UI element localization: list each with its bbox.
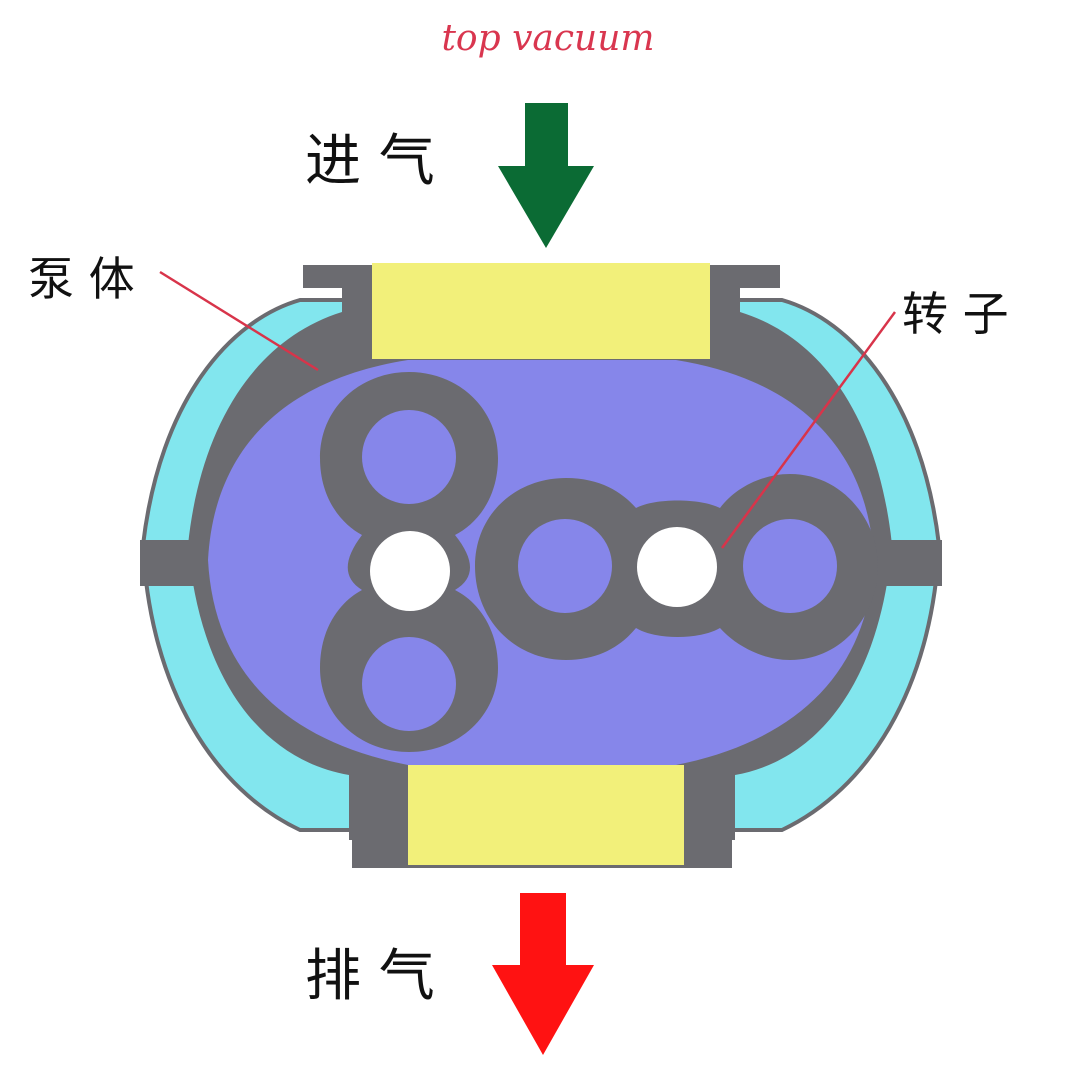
housing-ribs xyxy=(140,540,942,586)
pump-body-leader-line xyxy=(159,270,319,372)
rotor-label: 转 子 xyxy=(902,287,1009,341)
pump-body-label: 泵 体 xyxy=(28,252,135,306)
inlet-label: 进 气 xyxy=(305,129,435,194)
watermark-text: top vacuum xyxy=(441,18,654,59)
outlet-flange xyxy=(408,765,684,865)
inlet-flange xyxy=(372,263,710,359)
rotor-left xyxy=(320,372,498,752)
inlet-arrow-icon xyxy=(498,103,594,248)
outlet-arrow-icon xyxy=(492,893,594,1055)
rotor-leader-line xyxy=(720,311,897,549)
rotor-right xyxy=(475,474,878,660)
outlet-label: 排 气 xyxy=(305,944,435,1009)
